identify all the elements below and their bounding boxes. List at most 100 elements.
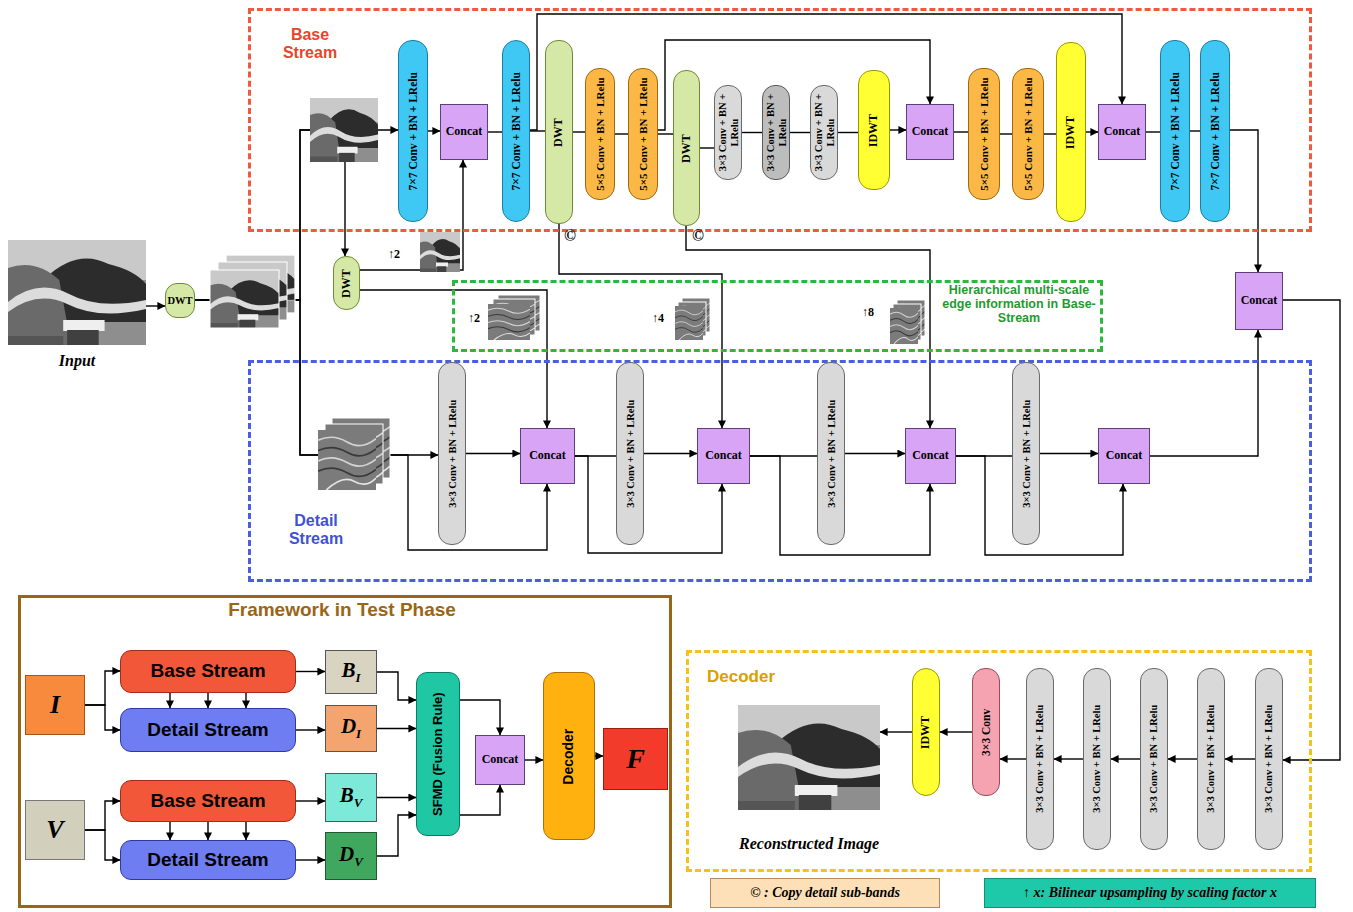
connector bbox=[940, 731, 972, 732]
block-label: 7×7 Conv + BN + LRelu bbox=[407, 44, 420, 218]
region-title: Detail Stream bbox=[272, 512, 360, 547]
conv-block: 3×3 Conv + BN + LRelu bbox=[438, 362, 466, 545]
copy-symbol: © bbox=[692, 227, 704, 245]
conv-block: 5×5 Conv + BN + LRelu bbox=[628, 68, 658, 200]
conv-block: 3×3 Conv + BN + LRelu bbox=[1083, 668, 1111, 850]
connector bbox=[296, 729, 325, 730]
block-label: 3×3 Conv + BN + LRelu bbox=[1148, 672, 1160, 846]
decoder-region: DecoderReconstructed ImageIDWT3×3 Conv3×… bbox=[686, 650, 1312, 872]
symbol-text: D bbox=[339, 842, 354, 866]
block-label: 5×5 Conv + BN + LRelu bbox=[1022, 72, 1034, 196]
subscript-text: I bbox=[356, 726, 361, 741]
connector bbox=[790, 132, 810, 133]
concat-block: Concat bbox=[520, 428, 575, 484]
concat-block: Concat bbox=[1098, 428, 1150, 484]
connector bbox=[644, 453, 697, 454]
connector bbox=[245, 822, 246, 840]
block-label: 3×3 Conv + BN + LRelu bbox=[1263, 672, 1275, 846]
block-label: I bbox=[50, 691, 60, 720]
region-title: Decoder bbox=[696, 668, 786, 687]
block-label: Decoder bbox=[561, 676, 576, 836]
block-label: 3×3 Conv + BN + LRelu bbox=[1034, 672, 1046, 846]
block-label: Concat bbox=[912, 449, 949, 462]
conv-block: 5×5 Conv + BN + LRelu bbox=[968, 68, 1000, 200]
connector bbox=[1190, 130, 1200, 131]
connector bbox=[85, 671, 120, 705]
connector bbox=[573, 131, 585, 132]
transform-block: DWT bbox=[333, 256, 360, 310]
connector bbox=[615, 133, 628, 134]
connector bbox=[1000, 758, 1026, 759]
symbol-text: B bbox=[341, 658, 355, 682]
block-label: Concat bbox=[482, 753, 519, 766]
block-label: Concat bbox=[1241, 294, 1278, 307]
block-label: 3×3 Conv + BN + LRelu bbox=[446, 366, 458, 541]
conv-block: 3×3 Conv + BN + LRelu bbox=[1026, 668, 1054, 850]
connector bbox=[880, 731, 912, 732]
connector bbox=[595, 755, 603, 756]
upsampling-label: ↑2 bbox=[388, 248, 400, 261]
block-label: 5×5 Conv + BN + LRelu bbox=[637, 72, 649, 196]
block-label: 3×3 Conv + BN + LRelu bbox=[1205, 672, 1217, 846]
block-label: Concat bbox=[912, 125, 949, 138]
input-box: I bbox=[25, 675, 85, 735]
stream-region: Detail Stream 3×3 Conv + BN + LRelu Concat… bbox=[248, 360, 1312, 582]
concat-block: Concat bbox=[906, 104, 954, 160]
connector bbox=[85, 705, 120, 730]
subband-stack bbox=[210, 255, 295, 328]
stream-region: Base Stream 7×7 Conv + BN + LRelu Concat 7×… bbox=[248, 8, 1312, 232]
concat-block: Concat bbox=[440, 104, 488, 160]
connector bbox=[169, 693, 170, 708]
conv-block: 3×3 Conv + BN + LRelu bbox=[616, 362, 644, 545]
inverse-transform-block: IDWT bbox=[1056, 42, 1086, 222]
connector bbox=[954, 131, 968, 132]
inverse-transform-block: IDWT bbox=[858, 70, 890, 190]
block-label: ↑ x: Bilinear upsampling by scaling fact… bbox=[1023, 885, 1277, 900]
connector bbox=[890, 129, 906, 130]
upsampling-label: ↑8 bbox=[862, 306, 874, 319]
connector bbox=[296, 800, 325, 801]
block-label: Concat bbox=[446, 125, 483, 138]
connector bbox=[377, 815, 416, 856]
image-panel: Reconstructed Image bbox=[738, 705, 880, 855]
block-label: 3×3 Conv + BN + LRelu bbox=[825, 366, 837, 541]
block-label: IDWT bbox=[1064, 46, 1077, 218]
connector bbox=[1150, 330, 1258, 456]
conv-block: 7×7 Conv + BN + LRelu bbox=[502, 40, 530, 222]
symbol-text: B bbox=[340, 783, 354, 807]
region-title: Framework in Test Phase bbox=[18, 600, 666, 621]
stream-box: Detail Stream bbox=[120, 840, 296, 880]
connector bbox=[85, 801, 120, 830]
reconstructed-photo bbox=[738, 705, 880, 810]
block-label: 7×7 Conv + BN + LRelu bbox=[1169, 44, 1182, 218]
block-label: Base Stream bbox=[150, 661, 265, 682]
block-label: Concat bbox=[529, 449, 566, 462]
connector bbox=[1111, 758, 1140, 759]
block-label: Concat bbox=[1104, 125, 1141, 138]
image-panel: Input bbox=[8, 240, 146, 372]
inverse-transform-block: IDWT bbox=[912, 668, 940, 796]
transform-block: DWT bbox=[165, 283, 195, 318]
base-subband bbox=[310, 98, 378, 162]
feature-box: DI bbox=[325, 705, 377, 752]
conv-block: 3×3 Conv + BN + LRelu bbox=[810, 85, 838, 180]
block-label: SFMD (Fusion Rule) bbox=[431, 676, 445, 832]
concat-block: Concat bbox=[475, 735, 525, 785]
connector bbox=[1000, 133, 1012, 134]
region-title: Base Stream bbox=[272, 26, 348, 61]
connector bbox=[700, 147, 714, 148]
connector bbox=[838, 132, 858, 133]
feature-box: BV bbox=[325, 773, 377, 822]
connector bbox=[525, 759, 543, 760]
copy-symbol: © bbox=[564, 227, 576, 245]
concat-block: Concat bbox=[905, 428, 956, 484]
connector bbox=[85, 830, 120, 860]
conv-block: 7×7 Conv + BN + LRelu bbox=[1200, 40, 1230, 222]
connector bbox=[377, 797, 416, 798]
legend-box: ↑ x: Bilinear upsampling by scaling fact… bbox=[984, 878, 1316, 908]
transform-block: DWT bbox=[545, 40, 573, 224]
decoder-block: Decoder bbox=[543, 672, 595, 840]
connector bbox=[1230, 130, 1258, 272]
panel-frame: Framework in Test PhaseI Base StreamDetai… bbox=[18, 595, 672, 908]
info-region: Hierarchical multi-scale edge informatio… bbox=[452, 280, 1103, 352]
